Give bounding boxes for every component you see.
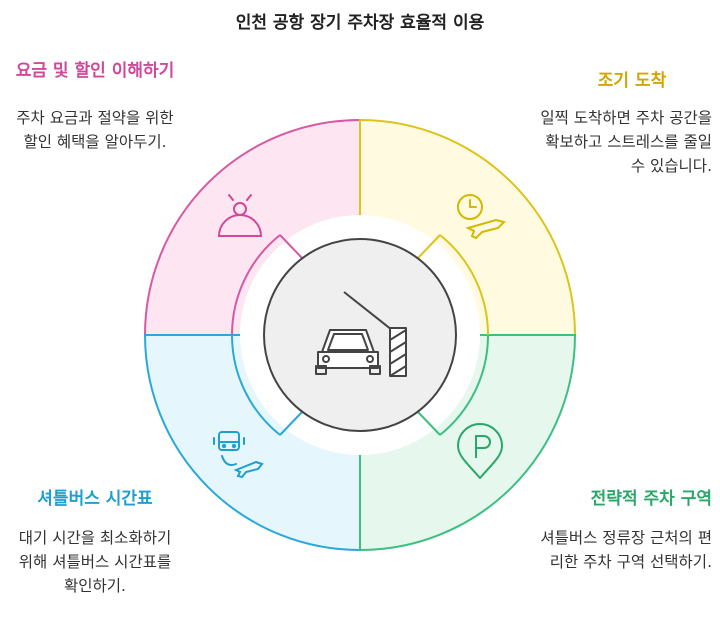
body-fees-discounts: 주차 요금과 절약을 위한 할인 혜택을 알아두기. bbox=[16, 109, 174, 151]
body-shuttle-schedule: 대기 시간을 최소화하기 위해 셔틀버스 시간표를 확인하기. bbox=[18, 529, 172, 595]
ring-arc-top-left bbox=[230, 234, 281, 336]
heading-fees-discounts: 요금 및 할인 이해하기 bbox=[15, 61, 175, 81]
car-parking-barrier-icon bbox=[315, 291, 407, 377]
parking-pin-icon bbox=[457, 423, 503, 479]
heading-early-arrival: 조기 도착 bbox=[597, 71, 667, 91]
shuttle-bus-airplane-icon bbox=[213, 431, 264, 479]
heading-strategic-parking: 전략적 주차 구역 bbox=[590, 489, 712, 509]
ring-arc-bottom-left bbox=[230, 334, 281, 436]
body-early-arrival: 일찍 도착하면 주차 공간을 확보하고 스트레스를 줄일 수 있습니다. bbox=[540, 109, 712, 175]
person-bell-icon bbox=[217, 194, 263, 237]
body-strategic-parking: 셔틀버스 정류장 근처의 편리한 주차 구역 선택하기. bbox=[540, 529, 712, 571]
clock-airplane-icon bbox=[457, 194, 506, 240]
ring-arc-bottom-right bbox=[439, 334, 490, 436]
page-title: 인천 공항 장기 주차장 효율적 이용 bbox=[235, 13, 485, 33]
ring-arc-top-right bbox=[439, 234, 490, 336]
heading-shuttle-schedule: 셔틀버스 시간표 bbox=[37, 489, 153, 509]
